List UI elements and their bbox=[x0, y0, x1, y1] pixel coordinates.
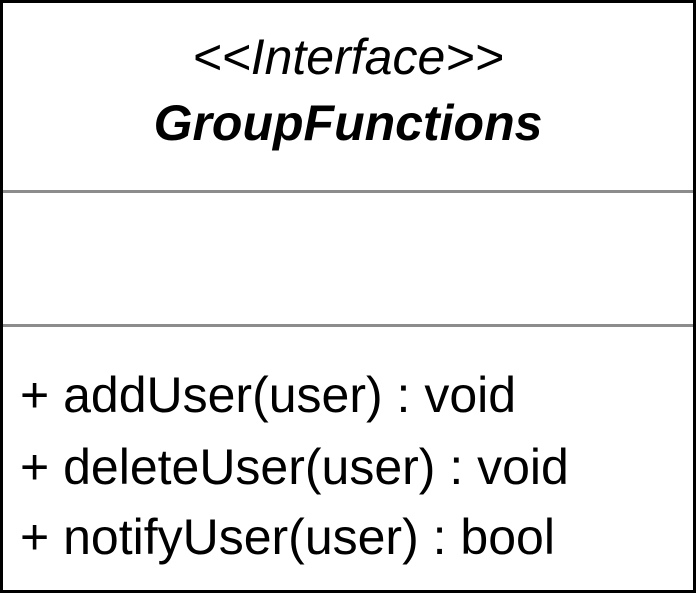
operations-compartment: + addUser(user) : void + deleteUser(user… bbox=[3, 327, 693, 590]
class-header: <<Interface>> GroupFunctions bbox=[3, 3, 693, 189]
operation-notify-user: + notifyUser(user) : bool bbox=[20, 509, 555, 565]
stereotype-label: <<Interface>> bbox=[192, 29, 504, 85]
attributes-compartment bbox=[3, 193, 693, 324]
operation-delete-user: + deleteUser(user) : void bbox=[20, 439, 569, 495]
class-name: GroupFunctions bbox=[153, 95, 543, 151]
operation-add-user: + addUser(user) : void bbox=[20, 367, 517, 423]
header-divider bbox=[3, 190, 693, 193]
attributes-divider bbox=[3, 324, 693, 327]
